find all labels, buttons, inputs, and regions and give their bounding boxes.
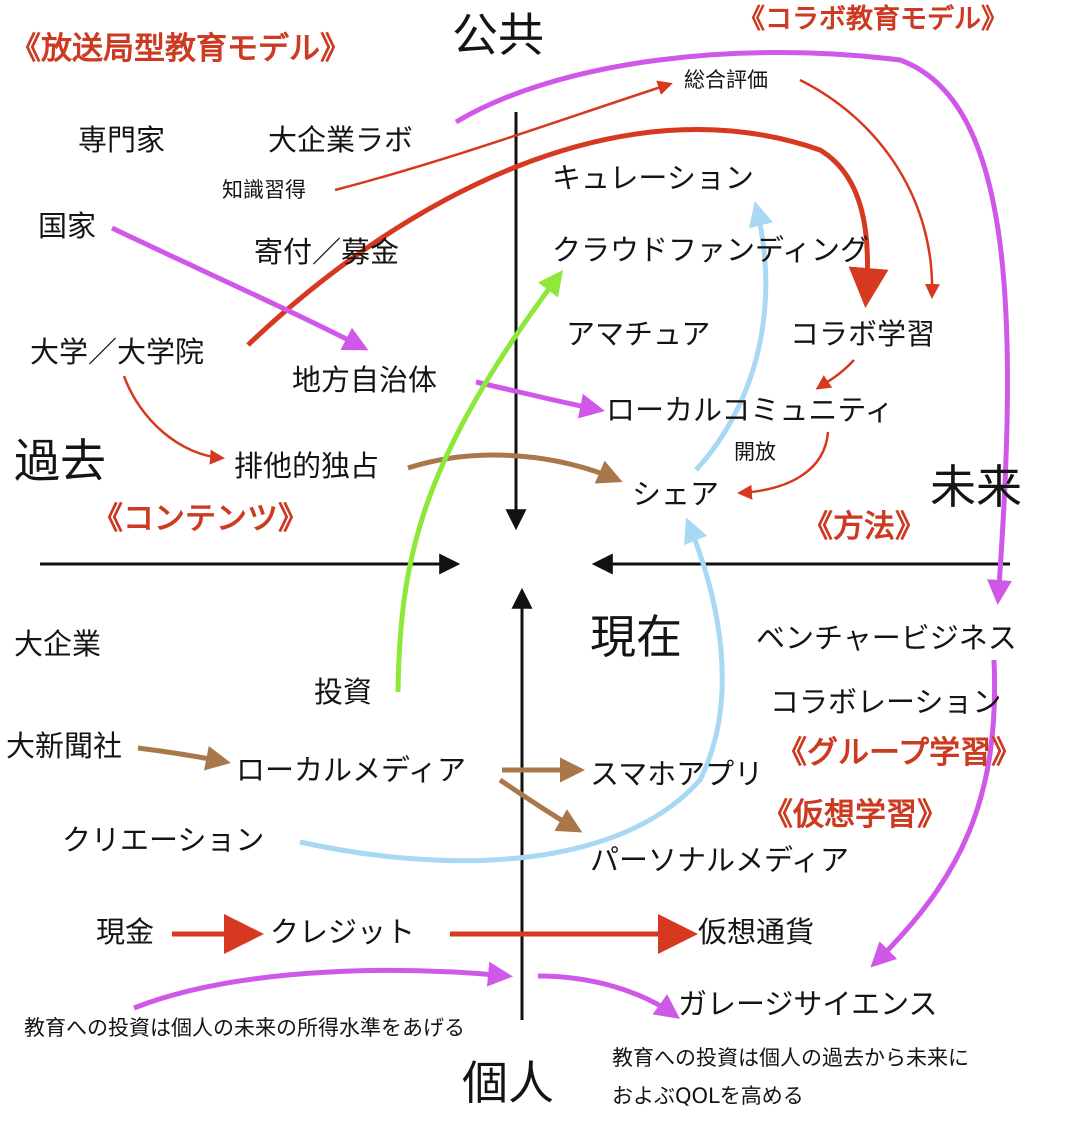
- arrow-knowledge-to-eval: [334, 80, 673, 192]
- arrow-localgov-to-community: [475, 379, 605, 419]
- node-big-newspaper: 大新聞社: [6, 729, 123, 763]
- axis-label-individual: 個人: [462, 1056, 554, 1110]
- node-venture: ベンチャービジネス: [756, 621, 1017, 655]
- model-virtual-learning: 《仮想学習》: [762, 797, 948, 833]
- node-opening: 開放: [734, 440, 776, 464]
- node-smartphone-app: スマホアプリ: [590, 757, 764, 791]
- node-expert: 専門家: [78, 123, 166, 157]
- note-right-line2: およぶQOLを高める: [612, 1084, 804, 1108]
- arrow-venture-to-garage: [870, 659, 998, 968]
- axis-label-past: 過去: [14, 434, 106, 488]
- axis-label-public: 公共: [452, 8, 544, 62]
- model-collab: 《コラボ教育モデル》: [738, 4, 1008, 35]
- arrow-exclusive-to-share: [407, 452, 623, 484]
- arrow-creation-to-share: [299, 517, 725, 864]
- node-garage-science: ガレージサイエンス: [678, 987, 938, 1021]
- arrow-share-to-curation: [694, 201, 774, 472]
- node-exclusive: 排他的独占: [234, 449, 380, 483]
- node-collaboration: コラボレーション: [770, 685, 1002, 719]
- node-creation: クリエーション: [62, 823, 265, 857]
- arrow-localmedia-to-personal: [498, 777, 583, 833]
- node-nation: 国家: [38, 209, 97, 243]
- node-university: 大学／大学院: [30, 335, 205, 369]
- arrow-eval-to-collab: [799, 78, 940, 299]
- axis-label-present: 現在: [590, 610, 682, 664]
- arrow-lab-to-venture: [454, 50, 1012, 605]
- node-donation: 寄付／募金: [254, 235, 400, 269]
- note-left: 教育への投資は個人の未来の所得水準をあげる: [24, 1016, 465, 1040]
- arrow-investment-to-crowdfunding: [395, 270, 564, 693]
- node-investment: 投資: [314, 675, 373, 709]
- node-cash: 現金: [96, 915, 155, 949]
- node-share: シェア: [632, 477, 720, 511]
- node-personal-media: パーソナルメディア: [590, 843, 849, 877]
- node-virtual-currency: 仮想通貨: [698, 915, 815, 949]
- node-credit: クレジット: [270, 915, 416, 949]
- model-method: 《方法》: [802, 509, 926, 545]
- node-crowdfunding: クラウドファンディング: [552, 233, 869, 267]
- node-amateur: アマチュア: [566, 317, 711, 351]
- arrow-note-to-axis: [133, 961, 513, 1011]
- node-big-corp: 大企業: [14, 627, 102, 661]
- arrow-collab-to-community: [815, 359, 855, 390]
- node-knowledge: 知識習得: [222, 178, 306, 202]
- arrow-university-to-exclusive: [122, 375, 225, 465]
- node-curation: キュレーション: [552, 161, 754, 195]
- note-right-line1: 教育への投資は個人の過去から未来に: [612, 1046, 969, 1070]
- model-contents: 《コンテンツ》: [92, 501, 309, 537]
- arrow-nation-to-localgov: [110, 225, 369, 351]
- model-broadcast: 《放送局型教育モデル》: [10, 31, 351, 67]
- arrow-university-to-collab: [246, 127, 889, 347]
- arrow-newspaper-to-localmedia: [137, 745, 231, 771]
- axis-label-future: 未来: [930, 460, 1022, 514]
- model-group-learning: 《グループ学習》: [776, 735, 1023, 771]
- node-collab-learning: コラボ学習: [790, 317, 936, 351]
- arrow-opening-to-share: [737, 431, 830, 500]
- node-local-community: ローカルコミュニティ: [606, 393, 894, 427]
- arrow-axis-to-garage: [537, 973, 681, 1019]
- node-overall-eval: 総合評価: [684, 68, 768, 92]
- node-local-gov: 地方自治体: [292, 363, 438, 397]
- node-local-media: ローカルメディア: [236, 753, 466, 787]
- node-big-corp-lab: 大企業ラボ: [268, 123, 414, 157]
